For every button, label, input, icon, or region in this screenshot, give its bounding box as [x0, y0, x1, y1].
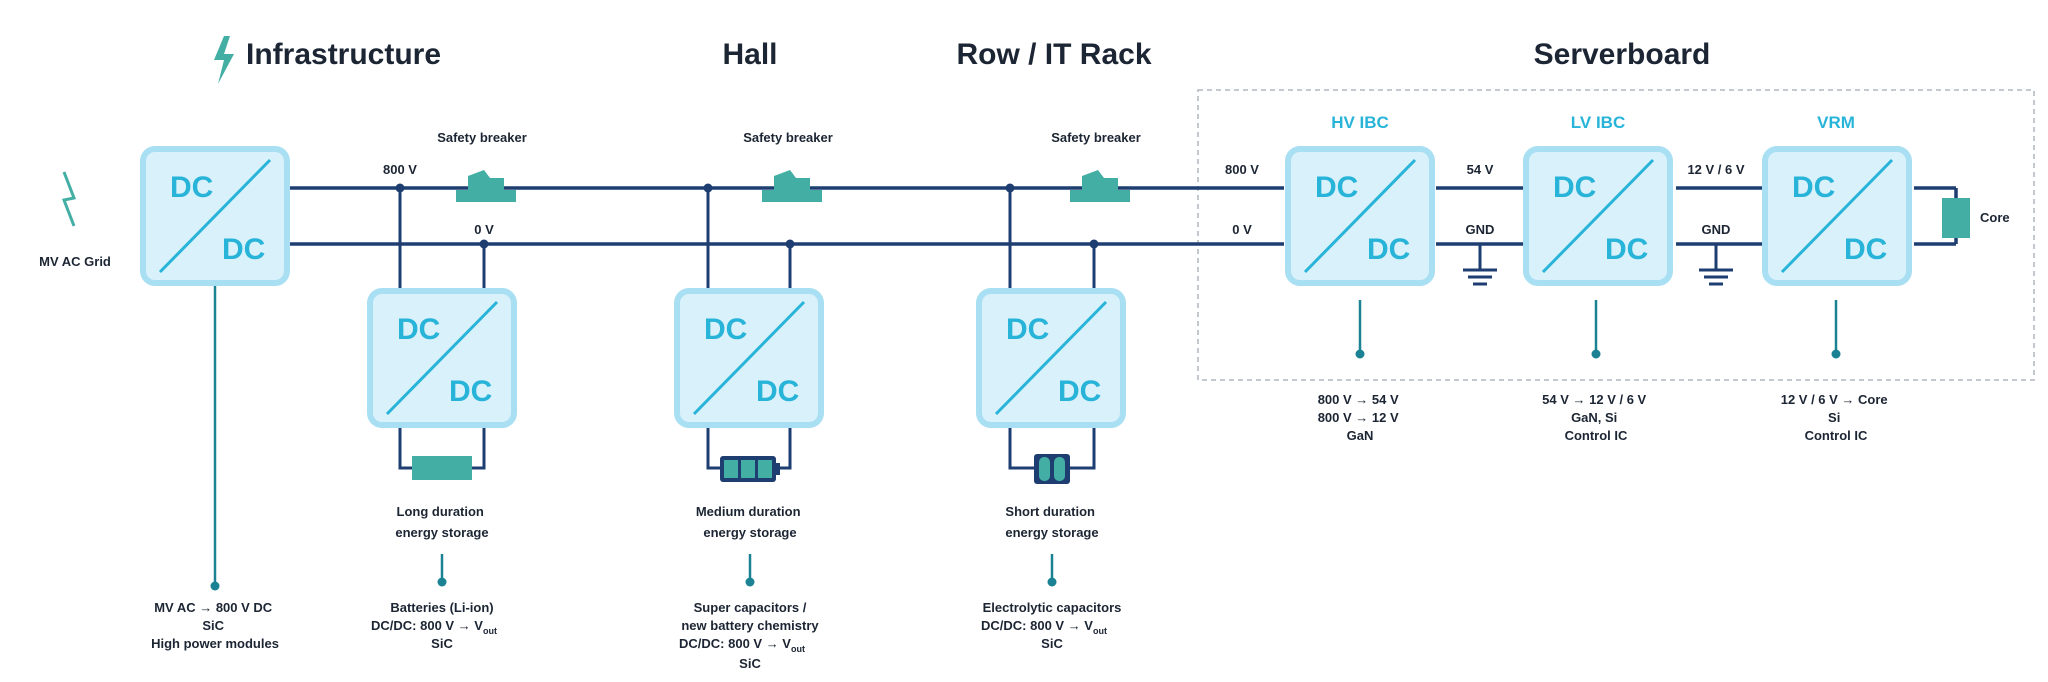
storage-label-medium: Medium duration energy storage — [696, 504, 804, 540]
safety-breaker-icon-2 — [762, 170, 822, 202]
converter-long-storage: DC DC — [370, 291, 514, 425]
battery-module-icon — [412, 456, 472, 480]
svg-text:DC: DC — [1367, 233, 1410, 266]
lightning-icon — [214, 36, 234, 84]
section-title-serverboard: Serverboard — [1534, 38, 1711, 71]
converter-short-storage: DC DC — [979, 291, 1123, 425]
svg-text:DC: DC — [222, 233, 265, 266]
svg-text:DC: DC — [704, 313, 747, 346]
svg-text:SiC: SiC — [1041, 636, 1063, 651]
breaker-label-2: Safety breaker — [743, 130, 833, 145]
converter-lv-ibc: DC DC — [1526, 149, 1670, 283]
svg-text:DC: DC — [1058, 375, 1101, 408]
svg-text:DC: DC — [397, 313, 440, 346]
section-title-row-rack: Row / IT Rack — [956, 38, 1151, 71]
svg-text:new battery chemistry: new battery chemistry — [681, 618, 819, 633]
svg-text:DC: DC — [756, 375, 799, 408]
bus-label-gnd-2: GND — [1702, 222, 1731, 237]
bus-label-0v: 0 V — [474, 222, 494, 237]
svg-text:DC: DC — [1605, 233, 1648, 266]
svg-text:SiC: SiC — [739, 656, 761, 671]
svg-text:DC/DC: 800 V → Vout: DC/DC: 800 V → Vout — [981, 618, 1107, 636]
svg-text:DC: DC — [449, 375, 492, 408]
note-lv-ibc: 54 V → 12 V / 6 V GaN, Si Control IC — [1542, 392, 1650, 443]
ground-symbol-1 — [1461, 242, 1499, 286]
storage-label-short: Short duration energy storage — [1005, 504, 1098, 540]
grid-lightning-icon — [61, 171, 77, 227]
svg-text:DC: DC — [170, 171, 213, 204]
bus-label-0v-server: 0 V — [1232, 222, 1252, 237]
battery-icon — [720, 456, 780, 482]
bus-label-800v: 800 V — [383, 162, 417, 177]
bus-label-54v: 54 V — [1467, 162, 1494, 177]
stage-title-lv-ibc: LV IBC — [1571, 113, 1625, 132]
ground-symbol-2 — [1697, 242, 1735, 286]
svg-text:DC: DC — [1553, 171, 1596, 204]
note-medium-storage: Super capacitors / — [694, 600, 807, 615]
bus-label-800v-server: 800 V — [1225, 162, 1259, 177]
bus-label-gnd-1: GND — [1466, 222, 1495, 237]
capacitor-icon — [1034, 454, 1070, 484]
serverboard-region — [1197, 89, 2035, 381]
breaker-label-1: Safety breaker — [437, 130, 527, 145]
note-short-storage: Electrolytic capacitors — [983, 600, 1122, 615]
note-infrastructure: MV AC → 800 V DC SiC High power modules — [151, 600, 279, 651]
note-hv-ibc: 800 V → 54 V 800 V → 12 V GaN — [1318, 392, 1403, 443]
svg-text:DC: DC — [1792, 171, 1835, 204]
bus-label-12v-6v: 12 V / 6 V — [1687, 162, 1744, 177]
core-load-icon — [1942, 198, 1970, 238]
safety-breaker-icon-3 — [1070, 170, 1130, 202]
grid-label: MV AC Grid — [39, 254, 111, 269]
converter-vrm: DC DC — [1765, 149, 1909, 283]
breaker-label-3: Safety breaker — [1051, 130, 1141, 145]
svg-text:DC: DC — [1315, 171, 1358, 204]
converter-medium-storage: DC DC — [677, 291, 821, 425]
svg-text:DC/DC: 800 V → Vout: DC/DC: 800 V → Vout — [371, 618, 497, 636]
converter-infrastructure: DC DC — [143, 149, 287, 283]
svg-text:DC/DC: 800 V → Vout: DC/DC: 800 V → Vout — [679, 636, 805, 654]
svg-text:SiC: SiC — [431, 636, 453, 651]
converter-hv-ibc: DC DC — [1288, 149, 1432, 283]
stage-title-hv-ibc: HV IBC — [1331, 113, 1389, 132]
core-label: Core — [1980, 210, 2010, 225]
safety-breaker-icon-1 — [456, 170, 516, 202]
svg-text:DC: DC — [1006, 313, 1049, 346]
section-title-infrastructure: Infrastructure — [246, 38, 441, 71]
stage-title-vrm: VRM — [1817, 113, 1855, 132]
note-vrm: 12 V / 6 V → Core Si Control IC — [1781, 392, 1892, 443]
svg-text:DC: DC — [1844, 233, 1887, 266]
note-long-storage: Batteries (Li-ion) — [390, 600, 493, 615]
storage-label-long: Long duration energy storage — [395, 504, 488, 540]
section-title-hall: Hall — [722, 38, 777, 71]
